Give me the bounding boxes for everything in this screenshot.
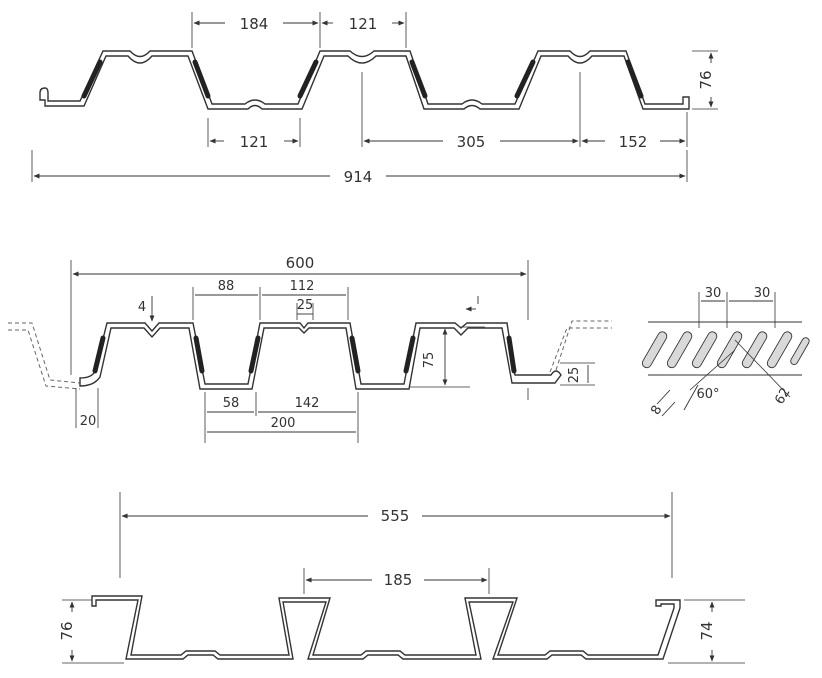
profile-2-bottom-flange-label: 58 [223, 396, 240, 411]
profile-1-outline [39, 50, 690, 110]
profile-2-emboss-2 [193, 335, 205, 374]
embossment-length-label: 62 [772, 385, 793, 407]
embossment-slots [641, 331, 810, 369]
profile-1-emboss-4 [409, 59, 428, 99]
profile-2-outline [79, 322, 562, 390]
profile-1-emboss-2 [192, 59, 211, 99]
profile-1-emboss-6 [625, 59, 644, 99]
profile-1-bottom-pitch-label: 305 [457, 133, 486, 151]
profile-2-emboss-5 [403, 335, 416, 374]
profile-2-stiffener-label: 25 [297, 298, 314, 313]
profile-2-emboss-4 [349, 335, 361, 374]
profile-2-adjacent-right [555, 320, 612, 371]
profile-2-web-span-label: 142 [295, 396, 320, 411]
profile-2: 600 88 112 25 4 75 25 20 [8, 254, 612, 443]
profile-1-emboss-1 [81, 59, 103, 99]
embossment-angle-label: 60° [696, 387, 719, 402]
profile-2-height-label: 75 [422, 352, 437, 369]
profile-3-cover-width-label: 555 [381, 507, 410, 525]
embossment-detail: 30 30 60° 62 8 [641, 286, 810, 418]
profile-1-height-label: 76 [697, 70, 715, 89]
profile-1-top-rib-label: 121 [349, 15, 378, 33]
profile-2-emboss-6 [506, 335, 517, 374]
profile-1-cover-width-label: 914 [344, 168, 373, 186]
profile-3-pitch-label: 185 [384, 571, 413, 589]
profile-2-thickness-label: 4 [138, 300, 146, 315]
profile-1-emboss-5 [514, 59, 536, 99]
profile-2-edge-height-label: 25 [567, 367, 582, 384]
profile-2-pitch-label: 200 [271, 416, 296, 431]
embossment-spacing-a-label: 30 [705, 286, 722, 301]
profile-3-height-left-label: 76 [58, 621, 76, 640]
profile-2-adjacent-left-inner [8, 329, 81, 390]
profile-2-top-flange-label: 88 [218, 279, 235, 294]
profile-1-bottom-rib-label: 121 [240, 133, 269, 151]
profile-2-emboss-1 [92, 335, 106, 374]
profile-3-outline [91, 595, 681, 660]
embossment-spacing-b-label: 30 [754, 286, 771, 301]
profile-1-top-pitch-label: 184 [240, 15, 269, 33]
profile-1-emboss-3 [297, 59, 319, 99]
profile-2-edge-width-label: 20 [80, 414, 97, 429]
profile-3: 555 185 76 74 [58, 492, 745, 664]
profile-3-height-right-label: 74 [698, 621, 716, 640]
profile-2-adjacent-left [8, 322, 81, 384]
profile-2-cover-width-label: 600 [286, 254, 315, 272]
profile-1-bottom-end-label: 152 [619, 133, 648, 151]
profile-2-adjacent-right-inner [549, 327, 612, 373]
profile-1: 184 121 76 121 305 152 914 [31, 12, 718, 186]
profile-2-emboss-3 [248, 335, 261, 374]
profile-2-top-rib-label: 112 [290, 279, 315, 294]
